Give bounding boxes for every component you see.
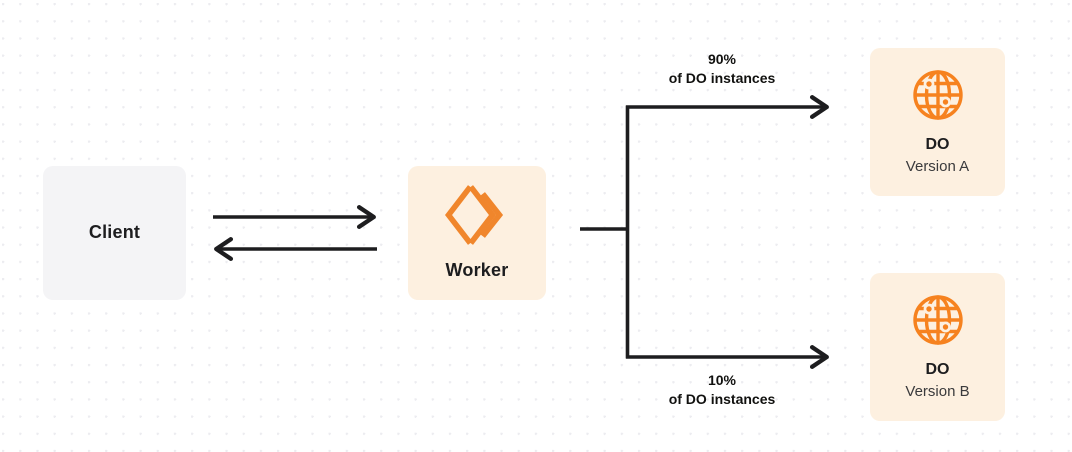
edge-label-do-b-description: of DO instances [668,390,776,407]
node-do-version-a-subtitle: Version A [905,158,970,176]
node-worker-label: Worker [445,260,509,281]
cloudflare-workers-icon [444,184,509,246]
edge-label-do-b-percent: 10% [707,372,737,388]
globe-icon [910,67,966,123]
node-client[interactable]: Client [43,166,186,300]
node-do-version-a[interactable]: DO Version A [870,48,1005,196]
edge-label-do-a-percent: 90% [707,51,737,67]
edge-label-do-a-description: of DO instances [668,69,776,86]
edge-label-do-b: 10% of DO instances [627,371,817,409]
node-do-version-b-subtitle: Version B [905,383,970,401]
globe-icon [910,292,966,348]
node-worker[interactable]: Worker [408,166,546,300]
edge-label-do-a: 90% of DO instances [627,50,817,88]
node-do-version-a-label: DO [925,136,950,154]
node-do-version-b[interactable]: DO Version B [870,273,1005,421]
node-do-version-b-label: DO [925,361,950,379]
node-client-label: Client [88,222,141,243]
